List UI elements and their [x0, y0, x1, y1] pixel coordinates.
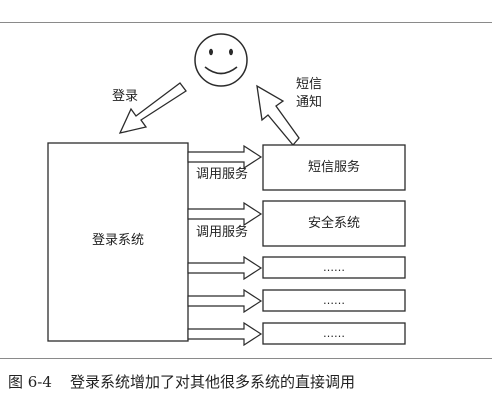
login-arrow	[118, 82, 187, 134]
other-system-label-2: ……	[323, 294, 345, 307]
sms-notify-label-line1: 短信	[296, 77, 323, 92]
other-system-box-1	[262, 256, 406, 279]
architecture-diagram	[47, 33, 406, 347]
top-rule	[0, 22, 492, 23]
call-service-label-1: 调用服务	[196, 167, 249, 182]
other-system-box-3	[262, 322, 406, 345]
sms-service-box	[262, 144, 406, 191]
call-arrow-sms	[187, 144, 263, 170]
call-arrow-other-1	[187, 255, 263, 281]
call-arrow-other-3	[187, 321, 263, 347]
figure-number: 图 6-4	[8, 373, 52, 391]
other-system-label-1: ……	[323, 261, 345, 274]
other-system-box-2	[262, 289, 406, 312]
login-system-label: 登录系统	[91, 233, 144, 248]
caption-text: 登录系统增加了对其他很多系统的直接调用	[69, 373, 355, 391]
call-arrow-other-2	[187, 288, 263, 314]
security-system-box	[262, 200, 406, 247]
call-arrow-security	[187, 201, 263, 227]
sms-notify-arrow	[256, 84, 300, 147]
figure-caption: 图 6-4 登录系统增加了对其他很多系统的直接调用	[0, 372, 492, 392]
login-system-box	[47, 142, 189, 342]
login-arrow-label: 登录	[112, 89, 139, 104]
call-service-label-2: 调用服务	[196, 225, 249, 240]
bottom-rule	[0, 358, 492, 359]
sms-service-label: 短信服务	[307, 160, 360, 175]
sms-notify-label-line2: 通知	[296, 95, 323, 110]
other-system-label-3: ……	[323, 327, 345, 340]
smiley-face-icon	[194, 33, 248, 87]
security-system-label: 安全系统	[307, 216, 360, 231]
